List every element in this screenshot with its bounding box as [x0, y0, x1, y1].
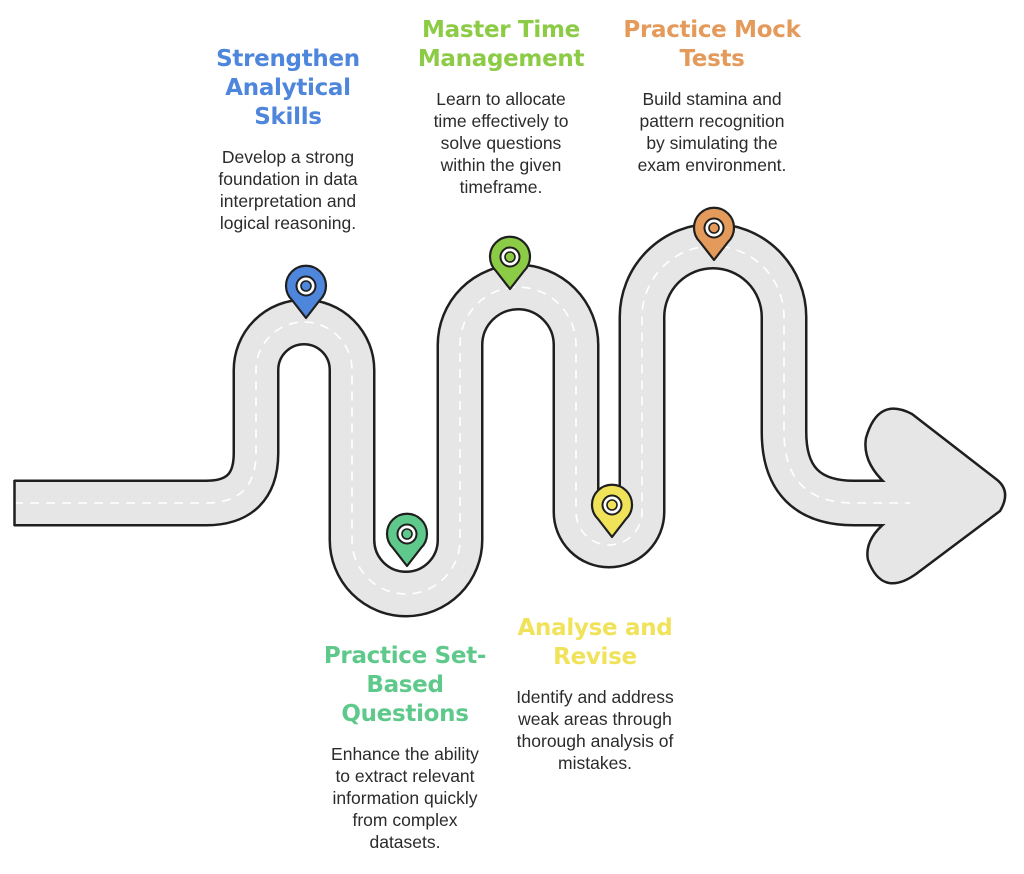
- analyse-pin-icon: [590, 483, 634, 539]
- milestone-title: Analyse and Revise: [517, 615, 673, 670]
- mock-pin-icon: [692, 206, 736, 262]
- milestone-description: Build stamina and pattern recognition by…: [637, 89, 787, 175]
- strengthen-pin-icon: [284, 264, 328, 320]
- milestone-description: Identify and address weak areas through …: [516, 687, 674, 773]
- time-pin-icon: [488, 235, 532, 291]
- milestone-description: Develop a strong foundation in data inte…: [218, 147, 358, 233]
- milestone-title: Strengthen Analytical Skills: [216, 46, 360, 130]
- milestone-title: Practice Set- Based Questions: [323, 643, 487, 727]
- milestone-title: Practice Mock Tests: [623, 17, 801, 72]
- road-surface: [14, 246, 910, 594]
- milestone-set-based: Practice Set- Based Questions Enhance th…: [300, 642, 510, 853]
- milestone-description: Learn to allocate time effectively to so…: [433, 89, 569, 197]
- set-based-pin-icon: [385, 512, 429, 568]
- milestone-strengthen: Strengthen Analytical Skills Develop a s…: [188, 45, 388, 234]
- milestone-time: Master Time Management Learn to allocate…: [400, 16, 602, 198]
- milestone-mock: Practice Mock Tests Build stamina and pa…: [612, 16, 812, 176]
- milestone-description: Enhance the ability to extract relevant …: [331, 744, 479, 852]
- milestone-analyse: Analyse and Revise Identify and address …: [495, 614, 695, 774]
- milestone-title: Master Time Management: [417, 17, 585, 72]
